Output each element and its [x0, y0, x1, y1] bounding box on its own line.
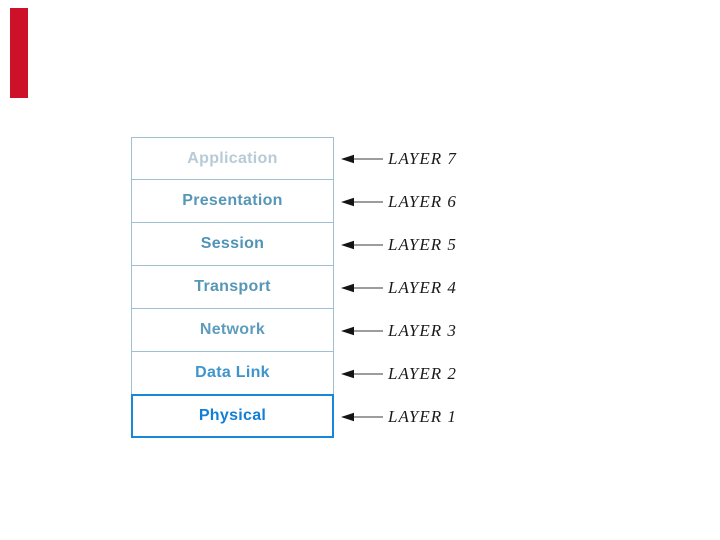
layer-box-transport: Transport	[131, 266, 334, 309]
layer-name-label: Transport	[194, 278, 271, 295]
layer-row: Network LAYER 3	[131, 309, 457, 352]
left-arrow-icon	[341, 369, 383, 378]
layer-box-network: Network	[131, 309, 334, 352]
layer-name-label: Session	[200, 235, 265, 252]
left-arrow-icon	[341, 283, 383, 292]
layer-row: Physical LAYER 1	[131, 394, 457, 438]
layer-row: Session LAYER 5	[131, 223, 457, 266]
layer-name-label: Network	[199, 321, 266, 338]
layer-number-label: LAYER 7	[388, 148, 457, 168]
left-arrow-icon	[341, 412, 383, 421]
layer-number-label: LAYER 1	[388, 406, 457, 426]
osi-layer-stack: Application LAYER 7 Presentation LAYER 6…	[131, 137, 457, 438]
layer-name-label: Physical	[198, 407, 267, 424]
layer-row: Data Link LAYER 2	[131, 352, 457, 395]
layer-row: Presentation LAYER 6	[131, 180, 457, 223]
layer-number-label: LAYER 2	[388, 363, 457, 383]
left-arrow-icon	[341, 326, 383, 335]
left-arrow-icon	[341, 197, 383, 206]
layer-name-label: Presentation	[182, 192, 283, 209]
layer-box-physical: Physical	[131, 394, 334, 438]
left-arrow-icon	[341, 154, 383, 163]
layer-number-label: LAYER 4	[388, 277, 457, 297]
left-arrow-icon	[341, 240, 383, 249]
layer-box-presentation: Presentation	[131, 180, 334, 223]
layer-name-label: Data Link	[195, 364, 270, 381]
red-accent-bar	[10, 8, 28, 98]
layer-row: Transport LAYER 4	[131, 266, 457, 309]
layer-number-label: LAYER 6	[388, 191, 457, 211]
layer-number-label: LAYER 3	[388, 320, 457, 340]
layer-box-data-link: Data Link	[131, 352, 334, 395]
layer-box-application: Application	[131, 137, 334, 180]
layer-box-session: Session	[131, 223, 334, 266]
layer-name-label: Application	[187, 149, 278, 167]
layer-row: Application LAYER 7	[131, 137, 457, 180]
layer-number-label: LAYER 5	[388, 234, 457, 254]
